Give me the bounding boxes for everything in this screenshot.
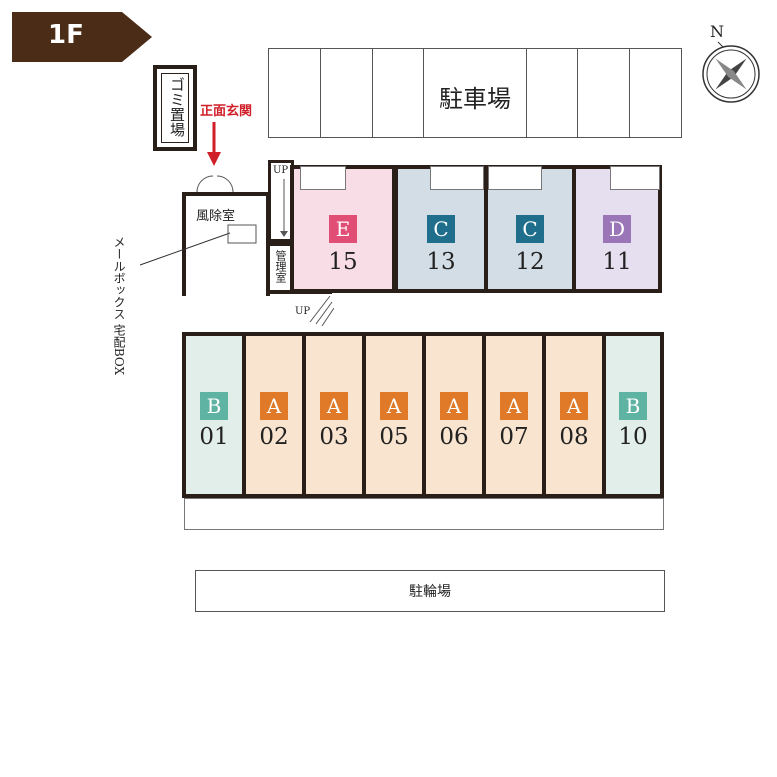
unit-01[interactable]: B 01 [182,332,246,498]
unit-number: 15 [328,249,358,275]
garbage-inner-border [161,73,189,143]
compass-rose-icon [702,41,760,103]
compass: N [700,22,762,104]
unit-type-badge: C [427,215,455,243]
unit-type-badge: E [329,215,357,243]
balcony [300,166,346,190]
unit-type-badge: A [440,392,468,420]
parking-lot: 駐車場 [268,48,682,138]
parking-slot-divider [577,49,578,137]
unit-type-badge: C [516,215,544,243]
unit-03[interactable]: A 03 [302,332,366,498]
unit-number: 10 [618,424,648,450]
unit-08[interactable]: A 08 [542,332,606,498]
unit-type-badge: A [320,392,348,420]
lower-stair-steps-icon [309,295,334,327]
unit-number: 07 [499,424,529,450]
parking-slot-divider [320,49,321,137]
unit-type-badge: A [560,392,588,420]
bicycle-parking: 駐輪場 [195,570,665,612]
stair-up-label: UP [273,165,289,176]
lobby [182,192,270,296]
unit-number: 08 [559,424,589,450]
lower-stair-up-label: UP [295,306,311,317]
unit-number: 01 [199,424,229,450]
lobby-label: 風除室 [196,209,236,224]
unit-06[interactable]: A 06 [422,332,486,498]
parking-slot-divider [372,49,373,137]
unit-type-badge: B [619,392,647,420]
floor-label: 1F [48,20,84,50]
compass-north-label: N [710,22,724,41]
unit-number: 05 [379,424,409,450]
unit-number: 06 [439,424,469,450]
unit-type-badge: D [603,215,631,243]
unit-type-badge: A [500,392,528,420]
parking-slot-divider [526,49,527,137]
unit-type-badge: B [200,392,228,420]
management-label: 管理室 [274,250,287,283]
parking-slot-divider [423,49,424,137]
unit-05[interactable]: A 05 [362,332,426,498]
balcony [488,166,542,190]
bicycle-parking-label: 駐輪場 [409,584,451,600]
unit-02[interactable]: A 02 [242,332,306,498]
balcony [430,166,484,190]
stair-steps-icon [280,179,288,237]
unit-number: 11 [602,249,632,275]
entrance-arrow-icon [207,122,221,166]
unit-number: 03 [319,424,349,450]
mailbox-label: メールボックス 宅配BOX [112,236,126,376]
unit-type-badge: A [380,392,408,420]
unit-type-badge: A [260,392,288,420]
unit-10[interactable]: B 10 [602,332,664,498]
unit-number: 12 [515,249,545,275]
garbage-label: ゴミ置場 [168,77,186,137]
balcony [610,166,660,190]
entrance-door-icon [196,175,234,193]
mailbox-leader-lines [139,224,257,266]
garbage-area: ゴミ置場 [153,65,197,151]
balcony-strip [184,498,664,530]
floor-tag-shape [12,12,152,62]
entrance-label: 正面玄関 [200,104,253,119]
unit-number: 02 [259,424,289,450]
unit-07[interactable]: A 07 [482,332,546,498]
parking-slot-divider [629,49,630,137]
floor-tag: 1F [12,12,152,62]
unit-number: 13 [426,249,456,275]
parking-label: 駐車場 [439,85,511,113]
